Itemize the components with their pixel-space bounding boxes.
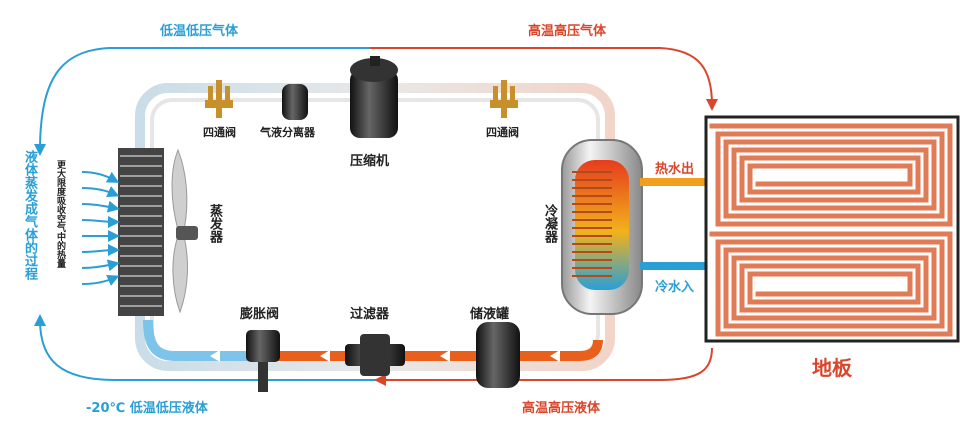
pipe-arrow-2 <box>440 350 450 362</box>
label-absorb-heat: 更大限度吸收空气中的热量 <box>55 160 65 268</box>
label-gas-liquid-separator: 气液分离器 <box>260 126 315 139</box>
label-condenser: 冷凝器 <box>542 204 557 243</box>
pipe-bottom-cold <box>143 319 270 361</box>
label-evaporator: 蒸发器 <box>207 204 222 243</box>
label-bottom-right: 高温高压液体 <box>522 401 601 416</box>
flow-arrow-top-right <box>370 47 718 111</box>
four-way-valve-right-icon <box>490 80 518 118</box>
floor-panel-icon <box>704 115 960 343</box>
flow-arrow-bottom-right <box>374 347 713 386</box>
label-four-way-valve-right: 四通阀 <box>486 126 519 139</box>
hot-water-pipe <box>640 178 708 186</box>
four-way-valve-left-icon <box>205 80 233 118</box>
pipe-right-hot <box>579 339 603 361</box>
label-liquid-tank: 储液罐 <box>470 307 510 322</box>
pipe-arrow-3 <box>550 350 560 362</box>
gas-liquid-separator-icon <box>282 84 308 120</box>
label-top-right: 高温高压气体 <box>528 24 607 39</box>
pipe-arrow-1 <box>320 350 330 362</box>
label-expansion-valve: 膨胀阀 <box>240 307 280 322</box>
compressor-icon <box>350 56 398 138</box>
condenser-icon <box>561 139 643 315</box>
fan-icon <box>171 148 198 314</box>
pipe-arrow-4 <box>210 350 220 362</box>
filter-icon <box>345 334 405 376</box>
label-filter: 过滤器 <box>350 307 390 322</box>
flow-arrow-bottom-left <box>34 314 380 381</box>
evaporator-icon <box>118 148 164 316</box>
label-top-left: 低温低压气体 <box>160 24 239 39</box>
expansion-valve-icon <box>246 330 280 392</box>
flow-arrow-top-left <box>34 47 370 156</box>
label-liquid-evaporation: 液体蒸发成气体的过程 <box>22 150 37 280</box>
liquid-tank-icon <box>476 322 520 388</box>
label-bottom-left: -20℃ 低温低压液体 <box>86 401 208 416</box>
label-cold-water-in: 冷水入 <box>655 280 695 295</box>
label-four-way-valve-left: 四通阀 <box>203 126 236 139</box>
label-hot-water-out: 热水出 <box>655 162 695 177</box>
cold-water-pipe <box>640 262 708 270</box>
air-intake-arrows-icon <box>81 171 120 286</box>
label-floor: 地板 <box>812 356 852 380</box>
label-compressor: 压缩机 <box>350 154 390 169</box>
